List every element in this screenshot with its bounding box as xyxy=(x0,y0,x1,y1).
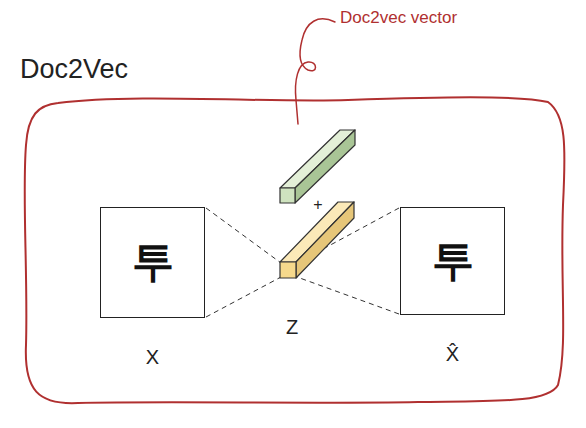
doc-vector-bar xyxy=(280,130,355,203)
dashed-line xyxy=(206,208,281,263)
dashed-line xyxy=(206,277,281,317)
bar-side xyxy=(296,202,354,278)
diagram-title: Doc2Vec xyxy=(20,53,568,85)
callout-leader xyxy=(296,19,336,124)
bar-front xyxy=(280,262,296,278)
model-region: Doc2Vec투X투X̂ xyxy=(18,45,568,407)
dashed-line xyxy=(297,277,399,314)
callout-text: Doc2vec vector xyxy=(340,8,457,28)
wavy-border xyxy=(25,97,565,403)
plus-sign: + xyxy=(313,195,322,214)
image-frame: 투 xyxy=(100,207,205,318)
image-box: 투 X̂ xyxy=(400,207,505,366)
image-frame: 투 xyxy=(400,207,505,315)
image-box: 투X xyxy=(100,207,205,369)
bar-front xyxy=(280,188,295,203)
image-glyph: 투 xyxy=(132,239,174,285)
latent-label: Z xyxy=(286,315,298,339)
image-label: X̂ xyxy=(446,342,459,366)
image-label: X xyxy=(146,345,159,369)
image-glyph: 투 xyxy=(432,238,474,284)
bar-side xyxy=(295,130,355,203)
